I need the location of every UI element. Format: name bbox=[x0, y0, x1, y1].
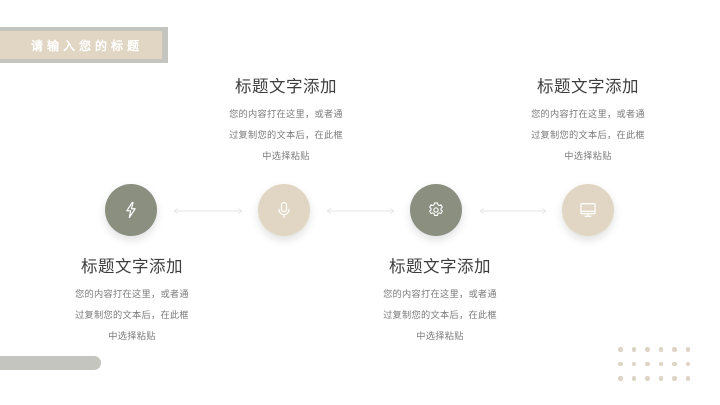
desc-line: 中选择粘贴 bbox=[564, 151, 612, 162]
decorative-dot bbox=[631, 347, 637, 352]
step-1-title[interactable]: 标题文字添加 bbox=[81, 257, 183, 276]
double-arrow-icon bbox=[326, 208, 395, 214]
decorative-dot bbox=[658, 361, 664, 367]
decorative-dot bbox=[658, 347, 664, 352]
decorative-dot bbox=[645, 347, 650, 352]
desc-line: 中选择粘贴 bbox=[416, 331, 464, 342]
step-3-desc[interactable]: 您的内容打在这里，或者通 过复制您的文本后，在此框 中选择粘贴 bbox=[365, 284, 515, 347]
step-2-text: 标题文字添加 您的内容打在这里，或者通 过复制您的文本后，在此框 中选择粘贴 bbox=[211, 76, 361, 167]
decorative-dot bbox=[672, 347, 677, 352]
decorative-dot bbox=[685, 376, 691, 381]
decorative-dot bbox=[618, 376, 623, 381]
decorative-dot bbox=[631, 361, 637, 367]
desc-line: 中选择粘贴 bbox=[262, 151, 310, 162]
desc-line: 您的内容打在这里，或者通 bbox=[75, 289, 189, 300]
step-2-circle[interactable] bbox=[258, 184, 310, 236]
step-3-circle[interactable] bbox=[410, 184, 462, 236]
desc-line: 过复制您的文本后，在此框 bbox=[531, 130, 645, 141]
decorative-dot bbox=[645, 376, 650, 381]
slide-title[interactable]: 请输入您的标题 bbox=[30, 38, 143, 53]
lightning-icon bbox=[126, 201, 136, 219]
decorative-bar bbox=[0, 356, 101, 370]
gear-icon bbox=[429, 202, 443, 216]
desc-line: 过复制您的文本后，在此框 bbox=[383, 310, 497, 321]
step-2-desc[interactable]: 您的内容打在这里，或者通 过复制您的文本后，在此框 中选择粘贴 bbox=[211, 104, 361, 167]
step-1-text: 标题文字添加 您的内容打在这里，或者通 过复制您的文本后，在此框 中选择粘贴 bbox=[57, 256, 207, 347]
decorative-dot bbox=[618, 347, 623, 352]
step-3-title[interactable]: 标题文字添加 bbox=[389, 257, 491, 276]
decorative-dot bbox=[658, 376, 664, 381]
step-4-text: 标题文字添加 您的内容打在这里，或者通 过复制您的文本后，在此框 中选择粘贴 bbox=[513, 76, 663, 167]
title-banner-inner: 请输入您的标题 bbox=[0, 31, 162, 59]
connector-arrow-2 bbox=[326, 207, 395, 215]
desc-line: 您的内容打在这里，或者通 bbox=[531, 109, 645, 120]
step-1-desc[interactable]: 您的内容打在这里，或者通 过复制您的文本后，在此框 中选择粘贴 bbox=[57, 284, 207, 347]
decorative-dot bbox=[672, 376, 677, 381]
desc-line: 您的内容打在这里，或者通 bbox=[383, 289, 497, 300]
double-arrow-icon bbox=[479, 208, 547, 214]
step-3-text: 标题文字添加 您的内容打在这里，或者通 过复制您的文本后，在此框 中选择粘贴 bbox=[365, 256, 515, 347]
desc-line: 过复制您的文本后，在此框 bbox=[229, 130, 343, 141]
step-4-circle[interactable] bbox=[562, 184, 614, 236]
title-banner: 请输入您的标题 bbox=[0, 27, 168, 63]
connector-arrow-1 bbox=[173, 207, 243, 215]
microphone-icon bbox=[278, 201, 290, 219]
step-2-title[interactable]: 标题文字添加 bbox=[235, 77, 337, 96]
decorative-dot bbox=[672, 361, 677, 367]
decorative-dot-grid bbox=[618, 347, 700, 391]
step-4-desc[interactable]: 您的内容打在这里，或者通 过复制您的文本后，在此框 中选择粘贴 bbox=[513, 104, 663, 167]
step-1-circle[interactable] bbox=[105, 184, 157, 236]
step-4-title[interactable]: 标题文字添加 bbox=[537, 77, 639, 96]
decorative-dot bbox=[685, 347, 691, 352]
decorative-dot bbox=[645, 361, 650, 367]
monitor-icon bbox=[580, 203, 596, 217]
desc-line: 您的内容打在这里，或者通 bbox=[229, 109, 343, 120]
decorative-dot bbox=[631, 376, 637, 381]
connector-arrow-3 bbox=[479, 207, 547, 215]
double-arrow-icon bbox=[173, 208, 243, 214]
desc-line: 过复制您的文本后，在此框 bbox=[75, 310, 189, 321]
desc-line: 中选择粘贴 bbox=[108, 331, 156, 342]
decorative-dot bbox=[618, 361, 623, 367]
decorative-dot bbox=[685, 361, 691, 367]
